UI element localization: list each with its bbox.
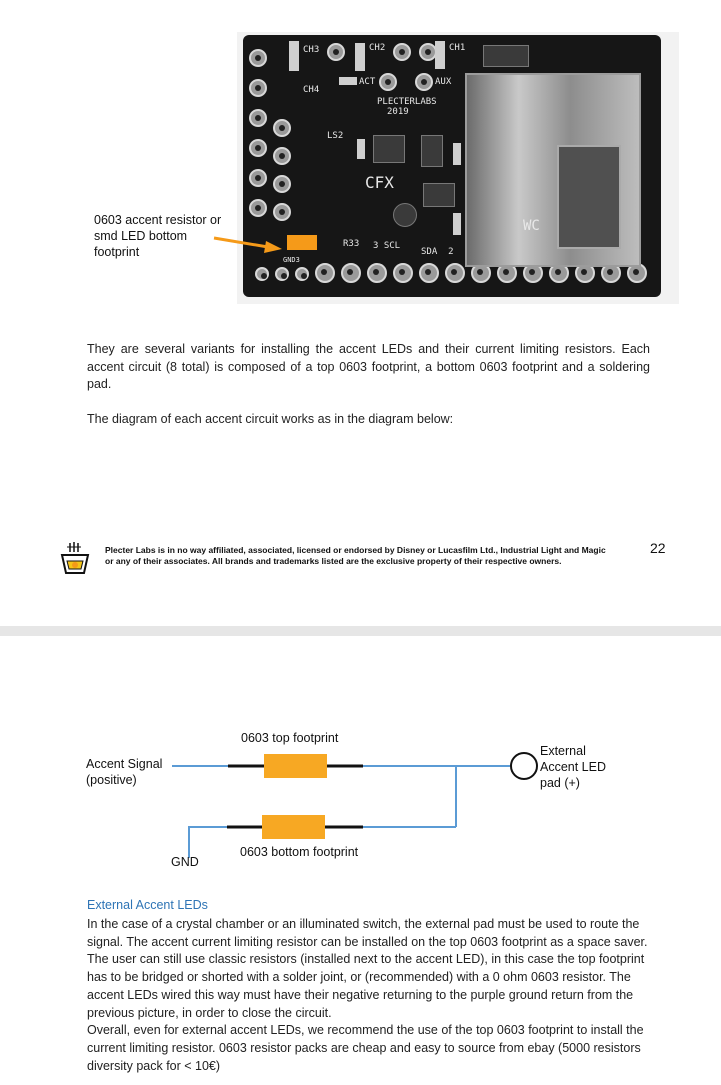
silk-gnd: GND3 (283, 256, 300, 264)
gnd-wire (188, 826, 227, 858)
pcb-pad (341, 263, 361, 283)
pcb-pad (273, 203, 291, 221)
pcb-pad (367, 263, 387, 283)
pcb-component (357, 139, 365, 159)
top-footprint-resistor (264, 754, 327, 778)
pcb-pad (273, 119, 291, 137)
callout-line: 0603 accent resistor or (94, 213, 222, 227)
silk-scl: 3 SCL (373, 241, 401, 251)
silk-ch2: CH2 (369, 43, 386, 53)
accent-circuit-diagram (172, 752, 538, 858)
pcb-photo: CH3 CH2 CH1 CH4 ACT AUX PLECTERLABS 2019… (237, 32, 679, 304)
paragraph: They are several variants for installing… (87, 342, 650, 391)
disclaimer: Plecter Labs is in no way affiliated, as… (105, 545, 635, 567)
pcb-pad (627, 263, 647, 283)
pcb-pad (445, 263, 465, 283)
pcb-pad (249, 79, 267, 97)
sd-card-contacts (557, 145, 621, 249)
callout-arrow (213, 236, 282, 253)
pcb-component (355, 43, 365, 71)
section-body: In the case of a crystal chamber or an i… (87, 916, 652, 1075)
paragraph: Overall, even for external accent LEDs, … (87, 1023, 644, 1073)
pcb-pad (393, 263, 413, 283)
pad-label: External Accent LED pad (+) (540, 743, 606, 791)
pcb-pad (393, 43, 411, 61)
pcb-pad (255, 267, 269, 281)
pcb-component (435, 41, 445, 69)
pcb-board: CH3 CH2 CH1 CH4 ACT AUX PLECTERLABS 2019… (243, 35, 661, 297)
pad-label-line: External (540, 744, 586, 758)
silk-ch4: CH4 (303, 85, 320, 95)
sd-card-slot (465, 73, 641, 267)
document-page-23: 0603 top footprint 0603 bottom footprint… (0, 636, 721, 1085)
silk-brand: PLECTERLABS (377, 97, 437, 107)
paragraph: In the case of a crystal chamber or an i… (87, 917, 648, 1020)
external-led-pad (510, 752, 538, 780)
pcb-pad (249, 169, 267, 187)
pcb-pad (419, 263, 439, 283)
callout-label: 0603 accent resistor or smd LED bottom f… (94, 212, 234, 260)
pcb-chip (373, 135, 405, 163)
pad-label-line: Accent LED (540, 760, 607, 774)
silk-ch3: CH3 (303, 45, 320, 55)
pcb-component (339, 77, 357, 85)
pcb-chip (393, 203, 417, 227)
section-heading: External Accent LEDs (87, 898, 208, 912)
document-page-22: CH3 CH2 CH1 CH4 ACT AUX PLECTERLABS 2019… (0, 0, 721, 626)
pcb-component (289, 41, 299, 71)
signal-label: Accent Signal (positive) (86, 756, 162, 788)
gnd-label: GND (171, 855, 199, 869)
silk-act: ACT (359, 77, 376, 87)
pcb-pad (249, 199, 267, 217)
arrow-shaft (213, 236, 269, 249)
silk-sda: SDA 2 (421, 247, 454, 257)
callout-line: footprint (94, 245, 140, 259)
silk-wc: WC (523, 218, 540, 234)
pcb-chip (483, 45, 529, 67)
page-number: 22 (650, 540, 666, 556)
pcb-pad (249, 49, 267, 67)
silk-aux: AUX (435, 77, 452, 87)
silk-r33: R33 (343, 239, 360, 249)
disclaimer-line: Plecter Labs is in no way affiliated, as… (105, 545, 606, 555)
pcb-component (453, 143, 461, 165)
pcb-chip (421, 135, 443, 167)
pcb-pad (315, 263, 335, 283)
arrow-head (264, 241, 282, 253)
pcb-pad (275, 267, 289, 281)
silk-year: 2019 (387, 107, 409, 117)
signal-label-line: (positive) (86, 773, 137, 787)
disclaimer-line: or any of their associates. All brands a… (105, 556, 562, 566)
pcb-pad (273, 175, 291, 193)
pcb-pad (295, 267, 309, 281)
plecter-labs-logo (60, 542, 90, 574)
pcb-pad (327, 43, 345, 61)
silk-ls2: LS2 (327, 131, 344, 141)
pcb-pad (273, 147, 291, 165)
pcb-pad (249, 109, 267, 127)
bottom-footprint-label: 0603 bottom footprint (240, 845, 359, 859)
pad-label-line: pad (+) (540, 776, 580, 790)
pcb-component (453, 213, 461, 235)
callout-line: smd LED bottom (94, 229, 188, 243)
silk-cfx: CFX (365, 173, 394, 192)
pcb-pad (379, 73, 397, 91)
silk-ch1: CH1 (449, 43, 466, 53)
signal-label-line: Accent Signal (86, 757, 163, 771)
accent-footprint-highlight (287, 235, 317, 250)
paragraph: The diagram of each accent circuit works… (87, 412, 454, 426)
top-footprint-label: 0603 top footprint (241, 731, 339, 745)
pcb-pad (415, 73, 433, 91)
pcb-chip (423, 183, 455, 207)
bottom-footprint-resistor (262, 815, 325, 839)
pcb-pad (249, 139, 267, 157)
